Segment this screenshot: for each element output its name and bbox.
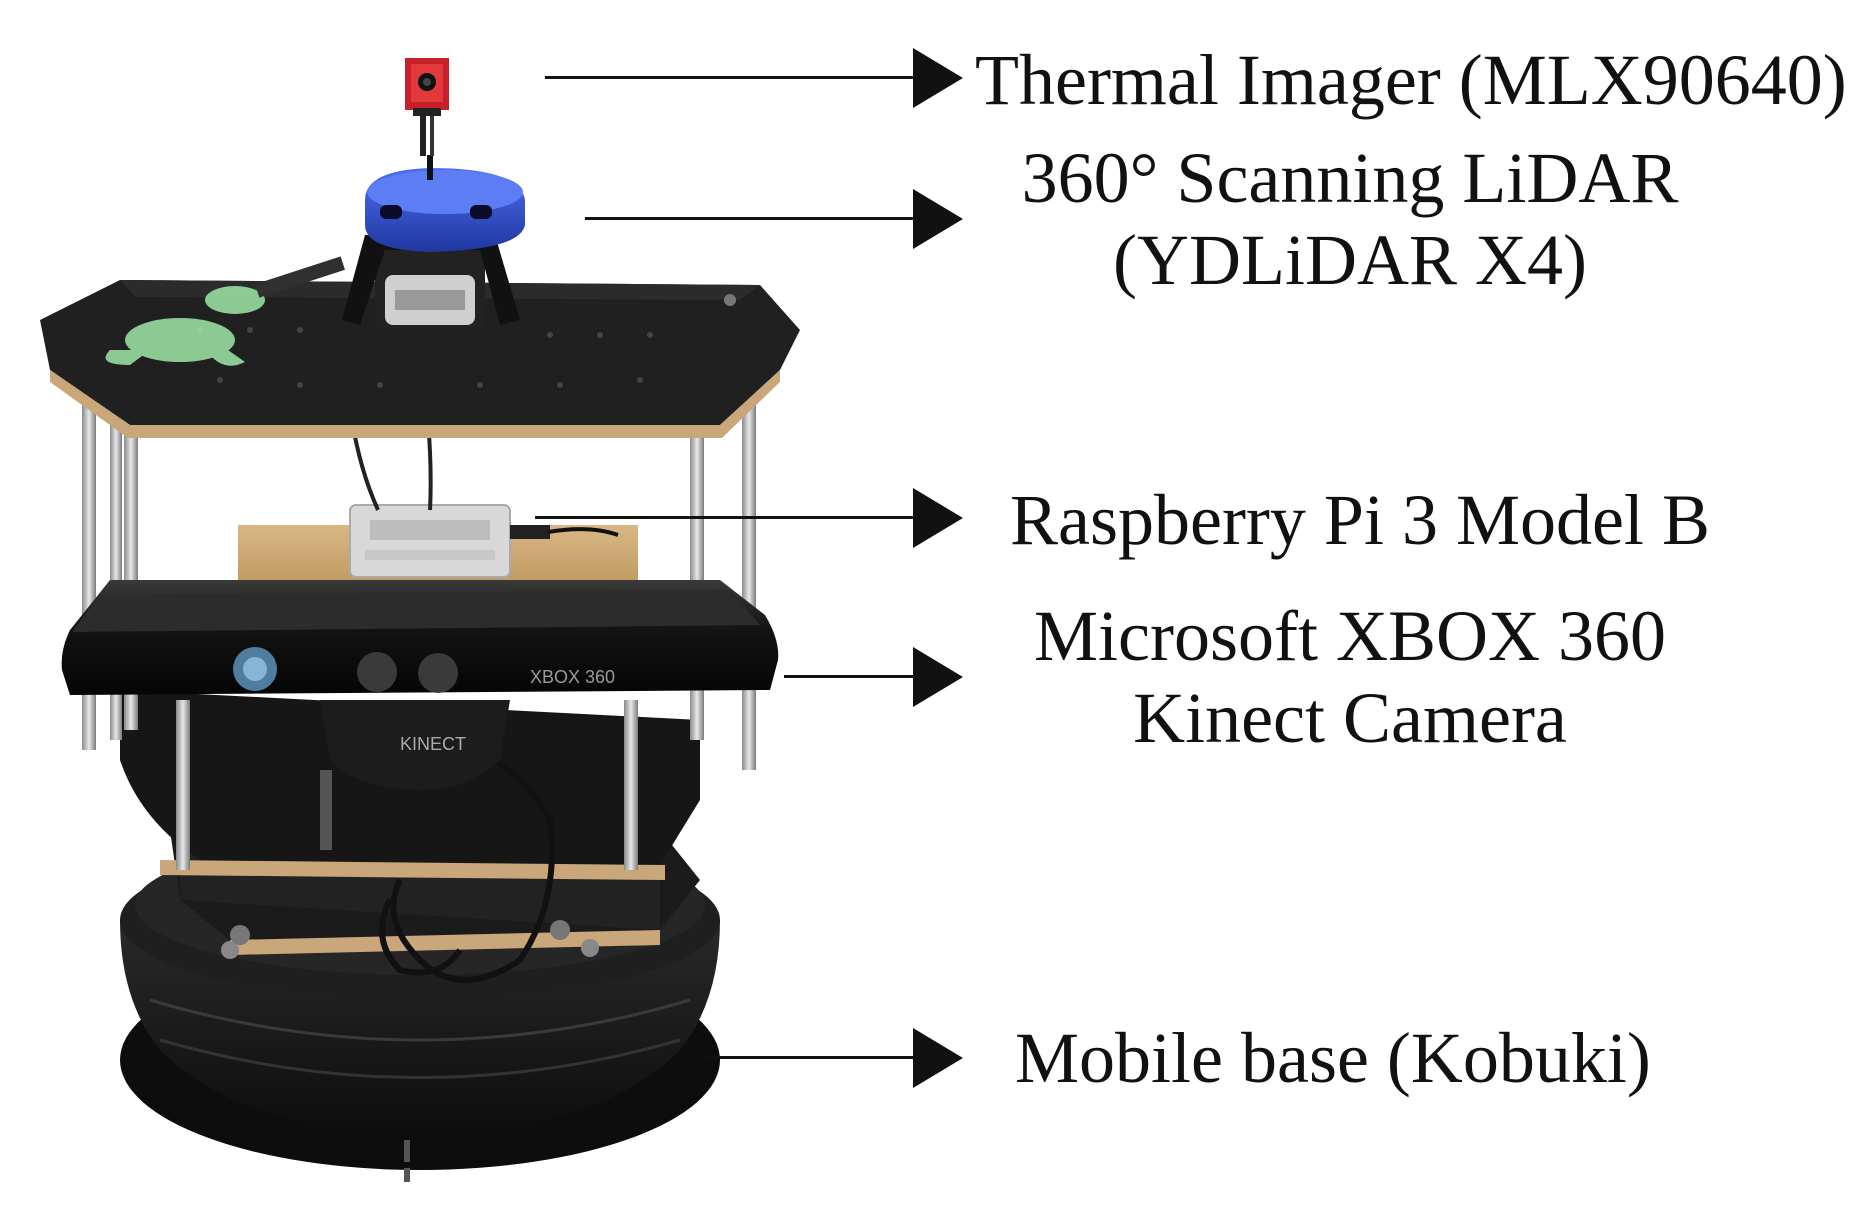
- kinect-stand-text: KINECT: [400, 734, 466, 754]
- label-thermal-line1: Thermal Imager (MLX90640): [975, 40, 1847, 120]
- kinect-camera: XBOX 360: [61, 580, 779, 695]
- label-base-line1: Mobile base (Kobuki): [1015, 1018, 1651, 1098]
- label-kinect: Microsoft XBOX 360 Kinect Camera: [1020, 600, 1680, 754]
- turtle-logo: [105, 286, 265, 366]
- arrow-lidar: [585, 189, 963, 249]
- label-mobile-base: Mobile base (Kobuki): [1015, 1022, 1651, 1094]
- label-lidar: 360° Scanning LiDAR (YDLiDAR X4): [1010, 142, 1690, 296]
- kinect-bar-text: XBOX 360: [530, 667, 615, 687]
- arrow-thermal: [545, 48, 963, 108]
- label-kinect-line2: Kinect Camera: [1133, 678, 1567, 758]
- label-kinect-line1: Microsoft XBOX 360: [1034, 596, 1666, 676]
- label-raspberry-line1: Raspberry Pi 3 Model B: [1010, 480, 1710, 560]
- arrow-kinect: [784, 647, 963, 707]
- ydlidar-x4: [342, 155, 525, 330]
- kinect-cable: [379, 727, 555, 983]
- label-lidar-line2: (YDLiDAR X4): [1113, 220, 1587, 300]
- label-thermal-imager: Thermal Imager (MLX90640): [975, 44, 1847, 116]
- arrow-raspberry: [535, 488, 963, 548]
- mlx90640-thermal-imager: [405, 58, 449, 156]
- label-lidar-line1: 360° Scanning LiDAR: [1021, 138, 1679, 218]
- label-raspberry-pi: Raspberry Pi 3 Model B: [1010, 484, 1710, 556]
- kinect-stand: KINECT: [320, 700, 510, 790]
- arrow-base: [705, 1028, 963, 1088]
- top-plate: [40, 256, 800, 438]
